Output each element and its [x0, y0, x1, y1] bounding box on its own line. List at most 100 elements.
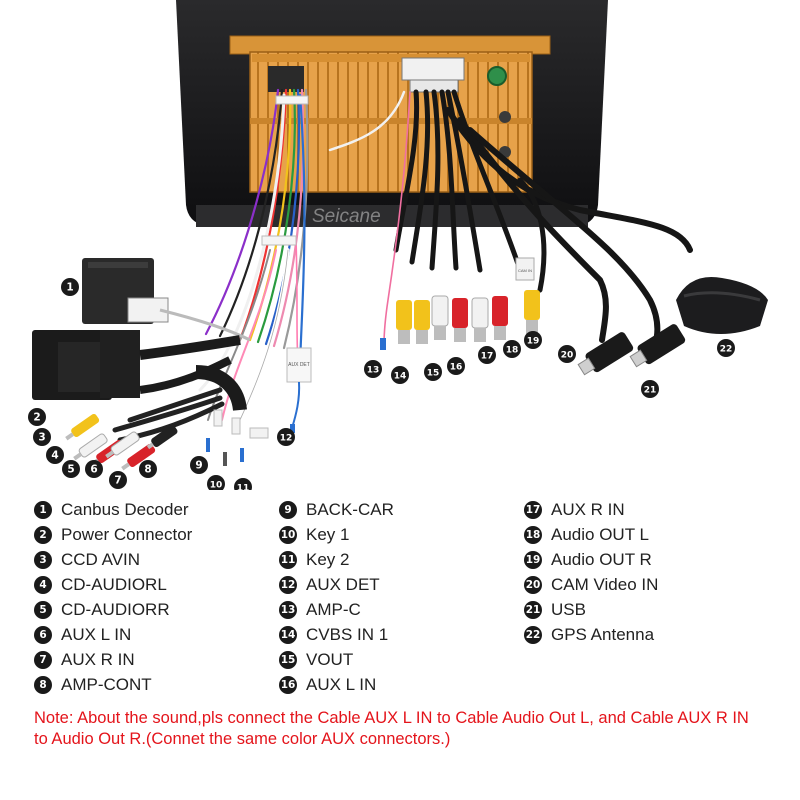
- callout-9: 9: [190, 456, 208, 474]
- legend-number: 12: [279, 575, 297, 594]
- callout-3: 3: [33, 428, 51, 446]
- legend-item: 6 AUX L IN: [34, 622, 192, 647]
- legend-number: 1: [34, 500, 52, 519]
- callout-4: 4: [46, 446, 64, 464]
- callout-number: 8: [144, 464, 151, 476]
- single-wires: [206, 409, 269, 466]
- legend-number: 17: [524, 500, 542, 519]
- board-connectors: [268, 57, 465, 93]
- canbus-decoder: [82, 258, 251, 342]
- callout-number: 12: [280, 434, 293, 444]
- callout-7: 7: [109, 471, 127, 489]
- legend-number: 6: [34, 625, 52, 644]
- callout-number: 7: [114, 475, 121, 487]
- zip-tie: [261, 235, 297, 246]
- callout-8: 8: [139, 460, 157, 478]
- legend-label: GPS Antenna: [551, 624, 655, 644]
- legend-number: 21: [524, 600, 542, 619]
- legend-item: 7 AUX R IN: [34, 647, 192, 672]
- callout-number: 11: [237, 484, 250, 490]
- legend-label: AUX L IN: [61, 624, 132, 644]
- legend-number: 2: [34, 525, 52, 544]
- legend-label: CVBS IN 1: [306, 624, 389, 644]
- aux-det-tag-label: AUX DET: [288, 362, 310, 368]
- cam-plug-label: CAM IN: [518, 268, 532, 273]
- legend-item: 9 BACK-CAR: [279, 497, 394, 522]
- legend-number: 4: [34, 575, 52, 594]
- callout-number: 5: [67, 464, 74, 476]
- legend-label: USB: [551, 599, 586, 619]
- legend-item: 2 Power Connector: [34, 522, 192, 547]
- legend-label: Power Connector: [61, 524, 193, 544]
- legend-label: BACK-CAR: [306, 499, 394, 519]
- legend-number: 20: [524, 575, 542, 594]
- callout-10: 10: [207, 475, 225, 490]
- legend-number: 3: [34, 550, 52, 569]
- legend-number: 5: [34, 600, 52, 619]
- legend-label: Key 2: [306, 549, 350, 569]
- legend-label: AUX DET: [306, 574, 380, 594]
- callout-16: 16: [447, 357, 465, 375]
- callout-21: 21: [641, 380, 659, 398]
- power-connector: [32, 330, 247, 412]
- callout-number: 3: [38, 432, 45, 444]
- usb-connectors: [577, 324, 686, 376]
- callout-19: 19: [524, 331, 542, 349]
- legend-item: 5 CD-AUDIORR: [34, 597, 192, 622]
- legend-label: AUX R IN: [61, 649, 135, 669]
- legend-item: 22 GPS Antenna: [524, 622, 658, 647]
- callout-number: 16: [450, 363, 463, 373]
- legend-number: 16: [279, 675, 297, 694]
- callout-1: 1: [61, 278, 79, 296]
- legend-number: 14: [279, 625, 297, 644]
- legend-label: CD-AUDIORR: [61, 599, 170, 619]
- callout-number: 22: [720, 345, 733, 355]
- legend-number: 18: [524, 525, 542, 544]
- legend-number: 19: [524, 550, 542, 569]
- left-rca-plugs: [65, 413, 178, 471]
- legend-item: 8 AMP-CONT: [34, 672, 192, 697]
- wiring-diagram: Seicane AUX DET: [28, 0, 768, 490]
- aux-det-tag: AUX DET: [286, 347, 312, 383]
- callout-number: 2: [33, 412, 40, 424]
- callout-number: 6: [90, 464, 97, 476]
- callout-number: 10: [210, 481, 223, 490]
- legend-label: Canbus Decoder: [61, 499, 189, 519]
- callout-6: 6: [85, 460, 103, 478]
- legend-number: 7: [34, 650, 52, 669]
- callout-11: 11: [234, 478, 252, 490]
- legend-item: 21 USB: [524, 597, 658, 622]
- legend-number: 9: [279, 500, 297, 519]
- callout-5: 5: [62, 460, 80, 478]
- legend-label: AMP-CONT: [61, 674, 152, 694]
- legend-number: 8: [34, 675, 52, 694]
- legend-label: Key 1: [306, 524, 350, 544]
- wire-harness: [198, 88, 309, 422]
- callout-number: 15: [427, 369, 440, 379]
- callout-number: 20: [561, 351, 574, 361]
- callout-number: 9: [195, 460, 202, 472]
- callout-number: 21: [644, 386, 657, 396]
- legend-item: 1 Canbus Decoder: [34, 497, 192, 522]
- callout-13: 13: [364, 360, 382, 378]
- callout-14: 14: [391, 366, 409, 384]
- callout-number: 13: [367, 366, 380, 376]
- legend-item: 12 AUX DET: [279, 572, 394, 597]
- callout-2: 2: [28, 408, 46, 426]
- callout-17: 17: [478, 346, 496, 364]
- legend-number: 13: [279, 600, 297, 619]
- legend-number: 22: [524, 625, 542, 644]
- legend-label: Audio OUT R: [551, 549, 652, 569]
- callout-12: 12: [277, 428, 295, 446]
